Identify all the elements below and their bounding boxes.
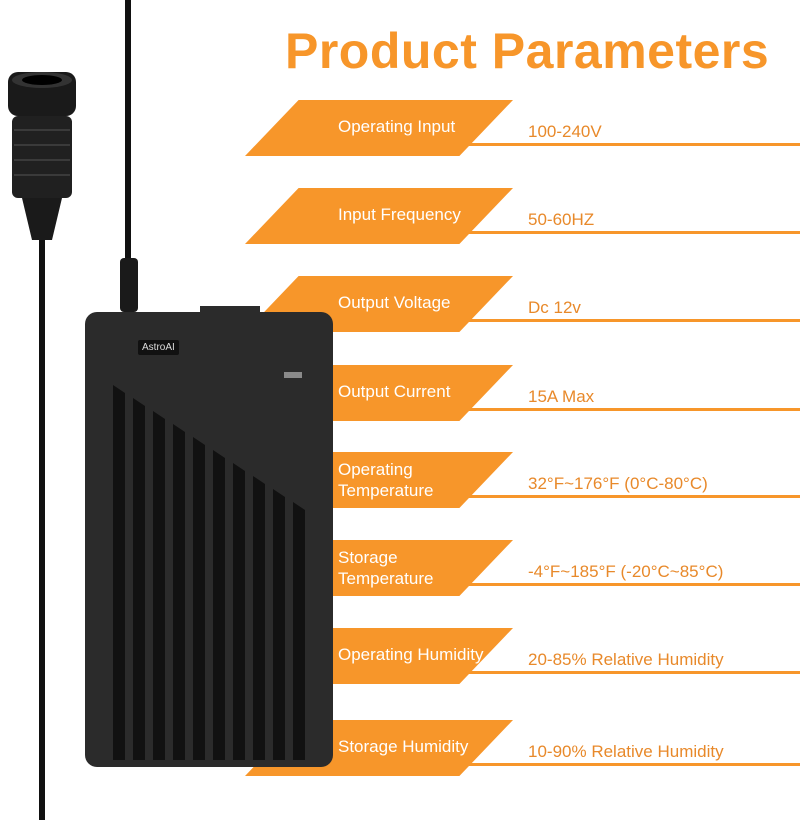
parameter-row: Operating Humidity 20-85% Relative Humid… [0,628,800,688]
divider-line [465,143,800,146]
divider-line [465,408,800,411]
divider-line [465,671,800,674]
parameter-label: Output Voltage [338,293,451,312]
parameter-label: Operating Humidity [338,645,484,664]
page-title: Product Parameters [285,23,770,79]
parameter-row: Output Voltage Dc 12v [0,276,800,336]
parameter-value: 20-85% Relative Humidity [528,650,724,669]
parameter-row: Operating Input 100-240V [0,100,800,160]
power-adapter-image [8,0,333,820]
divider-line [465,495,800,498]
parameter-value: 100-240V [528,122,602,141]
parameter-label: Input Frequency [338,205,461,224]
divider-line [465,763,800,766]
parameter-row: Storage Temperature -4°F~185°F (-20°C~85… [0,540,800,600]
brand-logo: AstroAI [138,340,179,355]
parameter-value: 50-60HZ [528,210,595,229]
car-socket-icon [8,72,76,240]
parameter-label: Operating Temperature [338,460,434,500]
divider-line [465,583,800,586]
parameter-value: -4°F~185°F (-20°C~85°C) [528,562,724,581]
parameter-label: Storage Humidity [338,737,469,756]
divider-line [465,231,800,234]
parameter-value: 15A Max [528,387,595,406]
parameter-label: Output Current [338,382,451,401]
parameter-value: 10-90% Relative Humidity [528,742,724,761]
parameter-value: 32°F~176°F (0°C-80°C) [528,474,708,493]
parameter-label: Operating Input [338,117,456,136]
parameter-value: Dc 12v [528,298,581,317]
parameter-row: Input Frequency 50-60HZ [0,188,800,248]
divider-line [465,319,800,322]
parameter-label: Storage Temperature [338,548,434,588]
